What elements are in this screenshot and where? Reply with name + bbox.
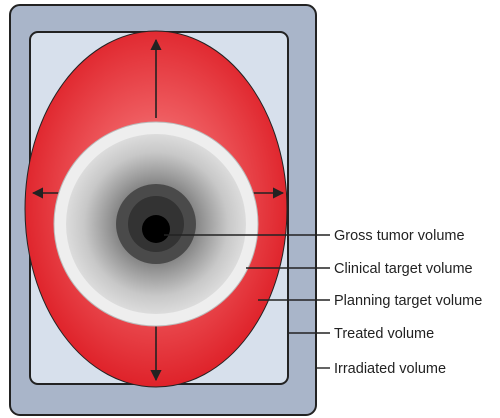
label-treated-volume: Treated volume bbox=[334, 326, 434, 342]
label-clinical-target-volume: Clinical target volume bbox=[334, 261, 473, 277]
label-irradiated-volume: Irradiated volume bbox=[334, 361, 446, 377]
tumor-core bbox=[142, 215, 170, 243]
label-gross-tumor-volume: Gross tumor volume bbox=[334, 228, 465, 244]
label-planning-target-volume: Planning target volume bbox=[334, 293, 482, 309]
